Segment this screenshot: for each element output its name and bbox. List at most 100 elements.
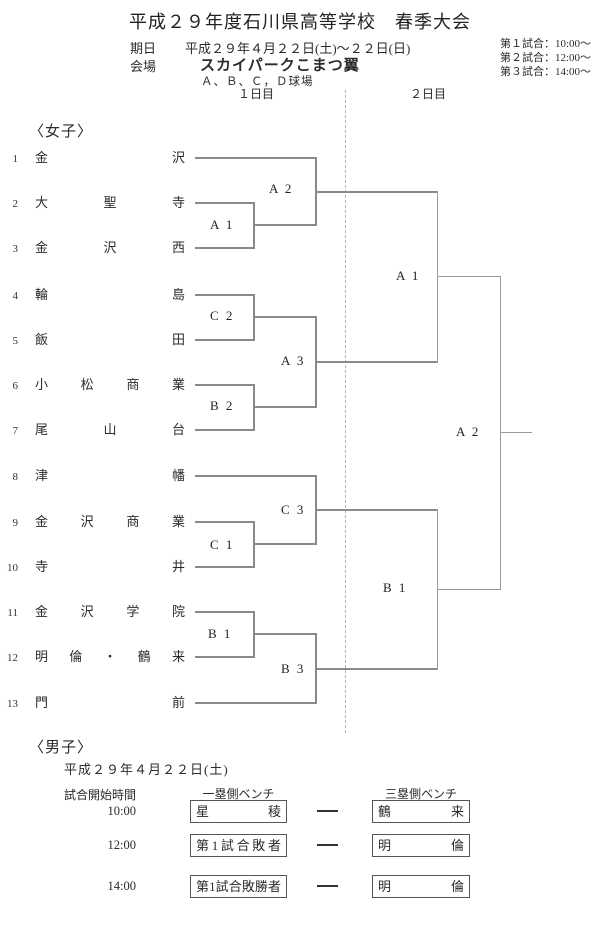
team-name: 小松商業	[35, 377, 185, 392]
bracket-line	[500, 432, 532, 433]
venue-fields: Ａ、Ｂ、Ｃ，Ｄ球場	[201, 76, 314, 88]
team-name: 金沢学院	[35, 604, 185, 619]
team-seed: 13	[7, 698, 18, 710]
bracket-line	[315, 191, 438, 193]
boys-section-label: 〈男子〉	[29, 740, 94, 756]
bracket-line	[195, 157, 315, 159]
boys-game3-first-team: 第1試合敗勝者	[196, 879, 281, 894]
page-title: 平成２９年度石川県高等学校 春季大会	[129, 12, 471, 32]
team-seed: 6	[12, 380, 19, 392]
team-seed: 9	[12, 517, 19, 529]
boys-game3-third-box: 明倫	[372, 875, 470, 898]
match-label-day2-B1: B 1	[383, 580, 408, 595]
match-label-day1-B3: B 3	[281, 661, 306, 676]
boys-game3-first-box: 第1試合敗勝者	[190, 875, 287, 898]
vs-dash	[317, 844, 338, 846]
boys-date: 平成２９年４月２２日(土)	[64, 762, 229, 777]
team-seed: 11	[7, 607, 18, 619]
team-name: 飯田	[35, 332, 185, 347]
team-name: 金沢	[35, 150, 185, 165]
bracket-line	[195, 702, 315, 704]
bracket-line	[195, 247, 253, 249]
team-name: 門前	[35, 695, 185, 710]
team-name: 明倫・鶴来	[35, 649, 185, 664]
bracket-line	[195, 521, 253, 523]
match-label-day1-A1: A 1	[210, 217, 235, 232]
bracket-line	[437, 589, 500, 590]
bracket-line	[500, 276, 501, 590]
bracket-line	[315, 361, 438, 363]
game3-time: 第３試合：14:00～	[500, 66, 592, 78]
team-seed: 3	[12, 243, 19, 255]
match-label-day1-C3: C 3	[281, 502, 306, 517]
team-name: 寺井	[35, 559, 185, 574]
team-seed: 8	[12, 471, 19, 483]
bracket-line	[253, 406, 315, 408]
boys-game1-first-box: 星稜	[190, 800, 287, 823]
day1-label: １日目	[238, 87, 275, 101]
bracket-line	[253, 316, 315, 318]
bracket-line	[195, 656, 253, 658]
venue-label: 会場	[130, 59, 157, 74]
match-label-final-A2: A 2	[456, 424, 481, 439]
boys-game2-third-team: 明倫	[378, 838, 464, 853]
boys-game1-third-team: 鶴来	[378, 804, 464, 819]
team-name: 尾山台	[35, 422, 185, 437]
team-seed: 7	[12, 425, 19, 437]
boys-col-third-base: 三塁側ベンチ	[382, 787, 459, 803]
boys-game1-third-box: 鶴来	[372, 800, 470, 823]
bracket-line	[195, 566, 253, 568]
boys-game3-time: 14:00	[107, 879, 136, 893]
boys-game1-first-team: 星稜	[196, 804, 281, 819]
team-seed: 4	[12, 290, 19, 302]
boys-col-time: 試合開始時間	[63, 788, 136, 802]
bracket-line	[195, 611, 253, 613]
boys-game2-first-team: 第1試合敗者	[196, 838, 281, 853]
boys-game2-third-box: 明倫	[372, 834, 470, 857]
match-label-day1-A3: A 3	[281, 353, 306, 368]
bracket-line	[437, 191, 438, 363]
team-name: 輪島	[35, 287, 185, 302]
team-seed: 12	[7, 652, 18, 664]
match-label-day1-A2: A 2	[269, 181, 294, 196]
day2-label: ２日目	[410, 87, 447, 101]
match-label-day1-C2: C 2	[210, 308, 235, 323]
match-label-day1-B1: B 1	[208, 626, 233, 641]
date-value: 平成２９年４月２２日(土)～２２日(日)	[185, 41, 411, 56]
day-divider-line	[345, 90, 346, 733]
bracket-line	[315, 668, 438, 670]
bracket-line	[195, 339, 253, 341]
bracket-line	[437, 276, 500, 277]
boys-game1-time: 10:00	[107, 804, 136, 818]
boys-col-first-base: 一塁側ベンチ	[200, 787, 277, 803]
team-name: 津幡	[35, 468, 185, 483]
date-label: 期日	[130, 41, 157, 56]
bracket-line	[253, 633, 315, 635]
game1-time: 第１試合：10:00～	[500, 38, 592, 50]
bracket-line	[195, 429, 253, 431]
bracket-line	[195, 384, 253, 386]
team-name: 大聖寺	[35, 195, 185, 210]
vs-dash	[317, 885, 338, 887]
bracket-line	[253, 224, 315, 226]
girls-section-label: 〈女子〉	[29, 124, 94, 140]
boys-game3-third-team: 明倫	[378, 879, 464, 894]
boys-game2-time: 12:00	[107, 838, 136, 852]
bracket-line	[195, 294, 253, 296]
team-seed: 5	[12, 335, 19, 347]
bracket-line	[253, 543, 315, 545]
boys-game2-first-box: 第1試合敗者	[190, 834, 287, 857]
match-label-day1-C1: C 1	[210, 537, 235, 552]
team-name: 金沢西	[35, 240, 185, 255]
team-seed: 10	[7, 562, 18, 574]
team-seed: 2	[12, 198, 19, 210]
match-label-day1-B2: B 2	[210, 398, 235, 413]
team-seed: 1	[12, 153, 19, 165]
game2-time: 第２試合：12:00～	[500, 52, 592, 64]
team-name: 金沢商業	[35, 514, 185, 529]
match-label-day2-A1: A 1	[396, 268, 421, 283]
bracket-line	[195, 475, 315, 477]
bracket-line	[315, 509, 438, 511]
vs-dash	[317, 810, 338, 812]
